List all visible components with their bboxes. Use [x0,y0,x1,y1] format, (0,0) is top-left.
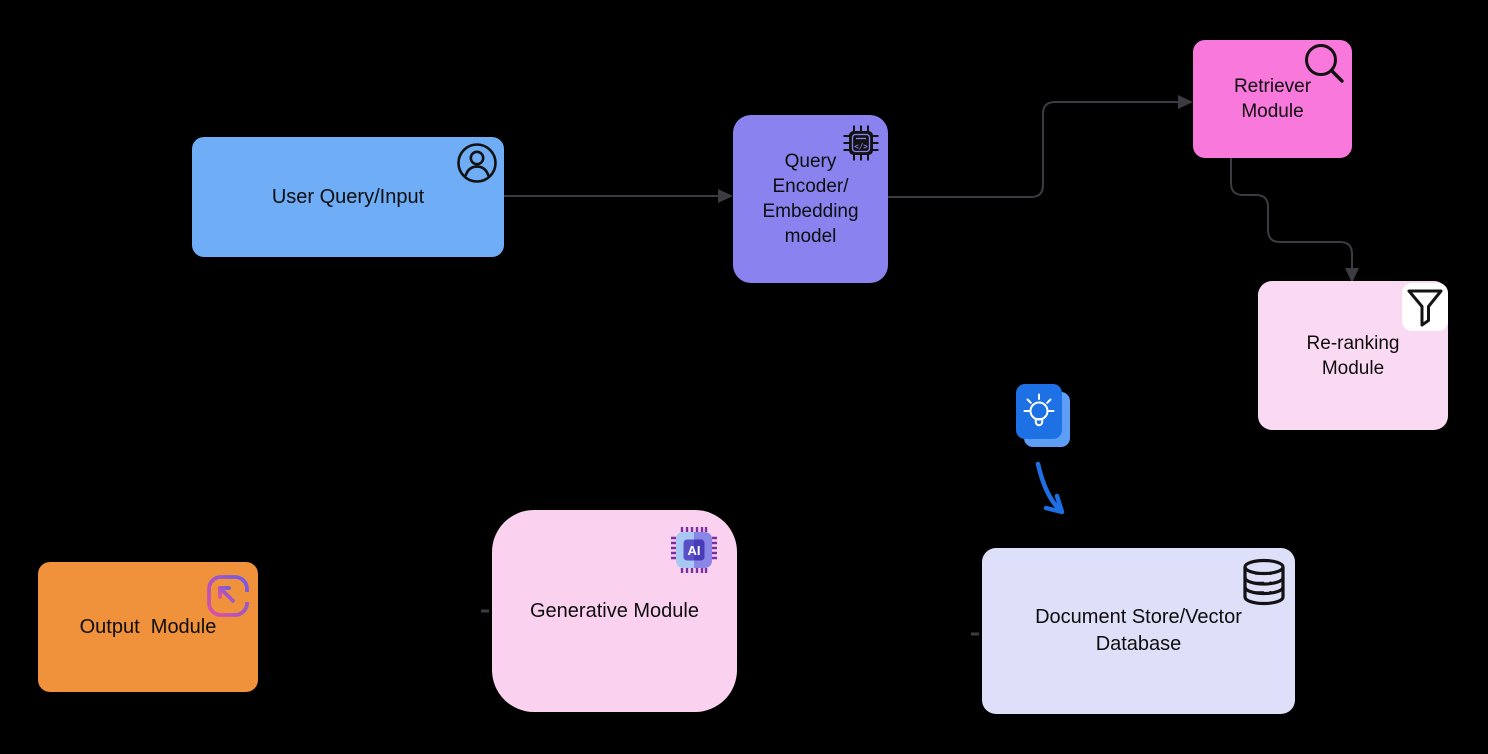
node-query-encoder[interactable]: Query Encoder/ Embedding model </> [733,115,888,283]
idea-badge[interactable] [1016,384,1062,439]
node-query-encoder-label: Query Encoder/ Embedding model [762,151,859,247]
edge-idea-arrowhead [1043,493,1065,515]
node-retriever-label: Retriever Module [1233,76,1312,122]
edge-retriever-to-reranking [1230,158,1353,268]
arrow-up-left-icon [203,571,253,621]
node-reranking-label: Re-ranking Module [1306,332,1400,379]
ai-chip-icon: AI [670,526,718,574]
edge-idea-to-docstore [1035,461,1062,512]
edge-arrowhead [718,189,733,203]
search-icon [1300,41,1350,91]
node-user-query[interactable]: User Query/Input [192,137,504,257]
node-output[interactable]: Output Module [38,562,258,692]
edge-arrowhead [1178,95,1193,109]
person-icon [456,142,498,184]
edge-encoder-to-retriever [888,101,1178,198]
database-icon [1241,558,1287,606]
node-doc-store[interactable]: Document Store/Vector Database [982,548,1295,714]
node-reranking[interactable]: Re-ranking Module [1258,281,1448,430]
funnel-icon [1402,283,1448,331]
node-retriever[interactable]: Retriever Module [1193,40,1352,158]
svg-text:AI: AI [688,543,701,558]
node-user-query-label: User Query/Input [271,185,425,208]
node-doc-store-label: Document Store/Vector Database [1035,606,1242,655]
svg-text:</>: </> [854,142,868,151]
node-generative[interactable]: Generative Module [492,510,737,712]
node-output-label: Output Module [79,615,217,638]
chip-code-icon: </> [842,124,880,162]
node-generative-label: Generative Module [530,599,699,622]
lightbulb-icon [1016,384,1062,439]
